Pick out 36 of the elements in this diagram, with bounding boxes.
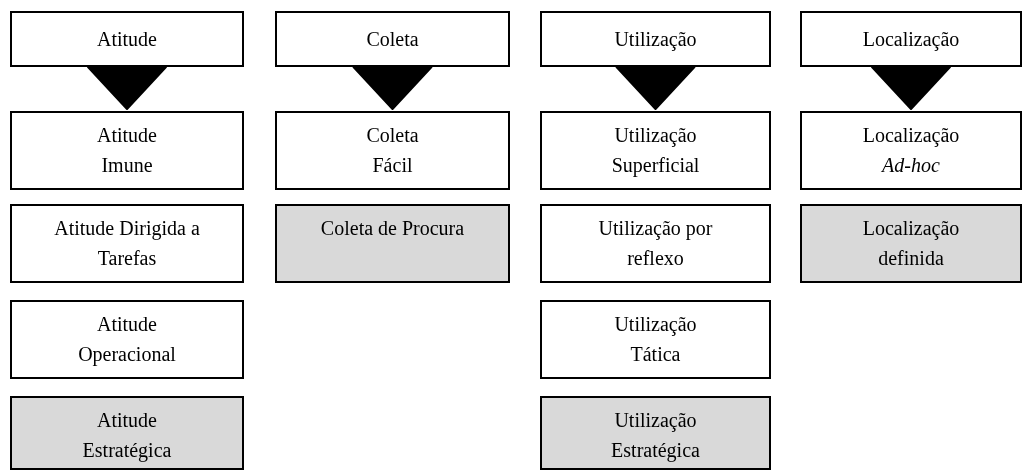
box-text: Coleta Fácil	[365, 123, 420, 178]
level-box	[540, 300, 771, 379]
box-text: Localização	[862, 27, 960, 53]
arrow	[352, 66, 433, 110]
box-text: Atitude Imune	[96, 123, 158, 178]
box-text: Utilização Superficial	[610, 123, 701, 179]
box-text: Utilização Estratégica	[610, 408, 701, 464]
box-text: Atitude Estratégica	[81, 408, 173, 464]
level-box	[540, 396, 771, 470]
category-box	[275, 11, 510, 67]
category-box	[540, 11, 771, 67]
arrow	[871, 66, 951, 110]
box-text: Utilização por reflexo	[597, 216, 714, 271]
level-box	[540, 204, 771, 283]
box-text: Localização definida	[861, 216, 961, 271]
level-box	[800, 204, 1022, 283]
level-box	[540, 111, 771, 190]
box-text: Coleta de Procura	[320, 216, 465, 241]
arrow	[87, 66, 167, 110]
box-text: Atitude Operacional	[77, 312, 177, 368]
category-box	[800, 11, 1022, 67]
level-box	[10, 396, 244, 470]
level-box	[10, 111, 244, 190]
level-box	[275, 111, 510, 190]
level-box	[800, 111, 1022, 190]
category-box	[10, 11, 244, 67]
box-text: Utilização	[614, 27, 697, 53]
box-text: Atitude	[97, 27, 157, 52]
box-text: Atitude Dirigida a Tarefas	[53, 216, 201, 271]
level-box	[275, 204, 510, 283]
arrow	[615, 66, 696, 110]
level-box	[10, 300, 244, 379]
level-box	[10, 204, 244, 283]
box-text: Utilização Tática	[613, 312, 698, 367]
box-text: Localização Ad-hoc	[861, 123, 961, 178]
box-text: Coleta	[366, 27, 419, 52]
